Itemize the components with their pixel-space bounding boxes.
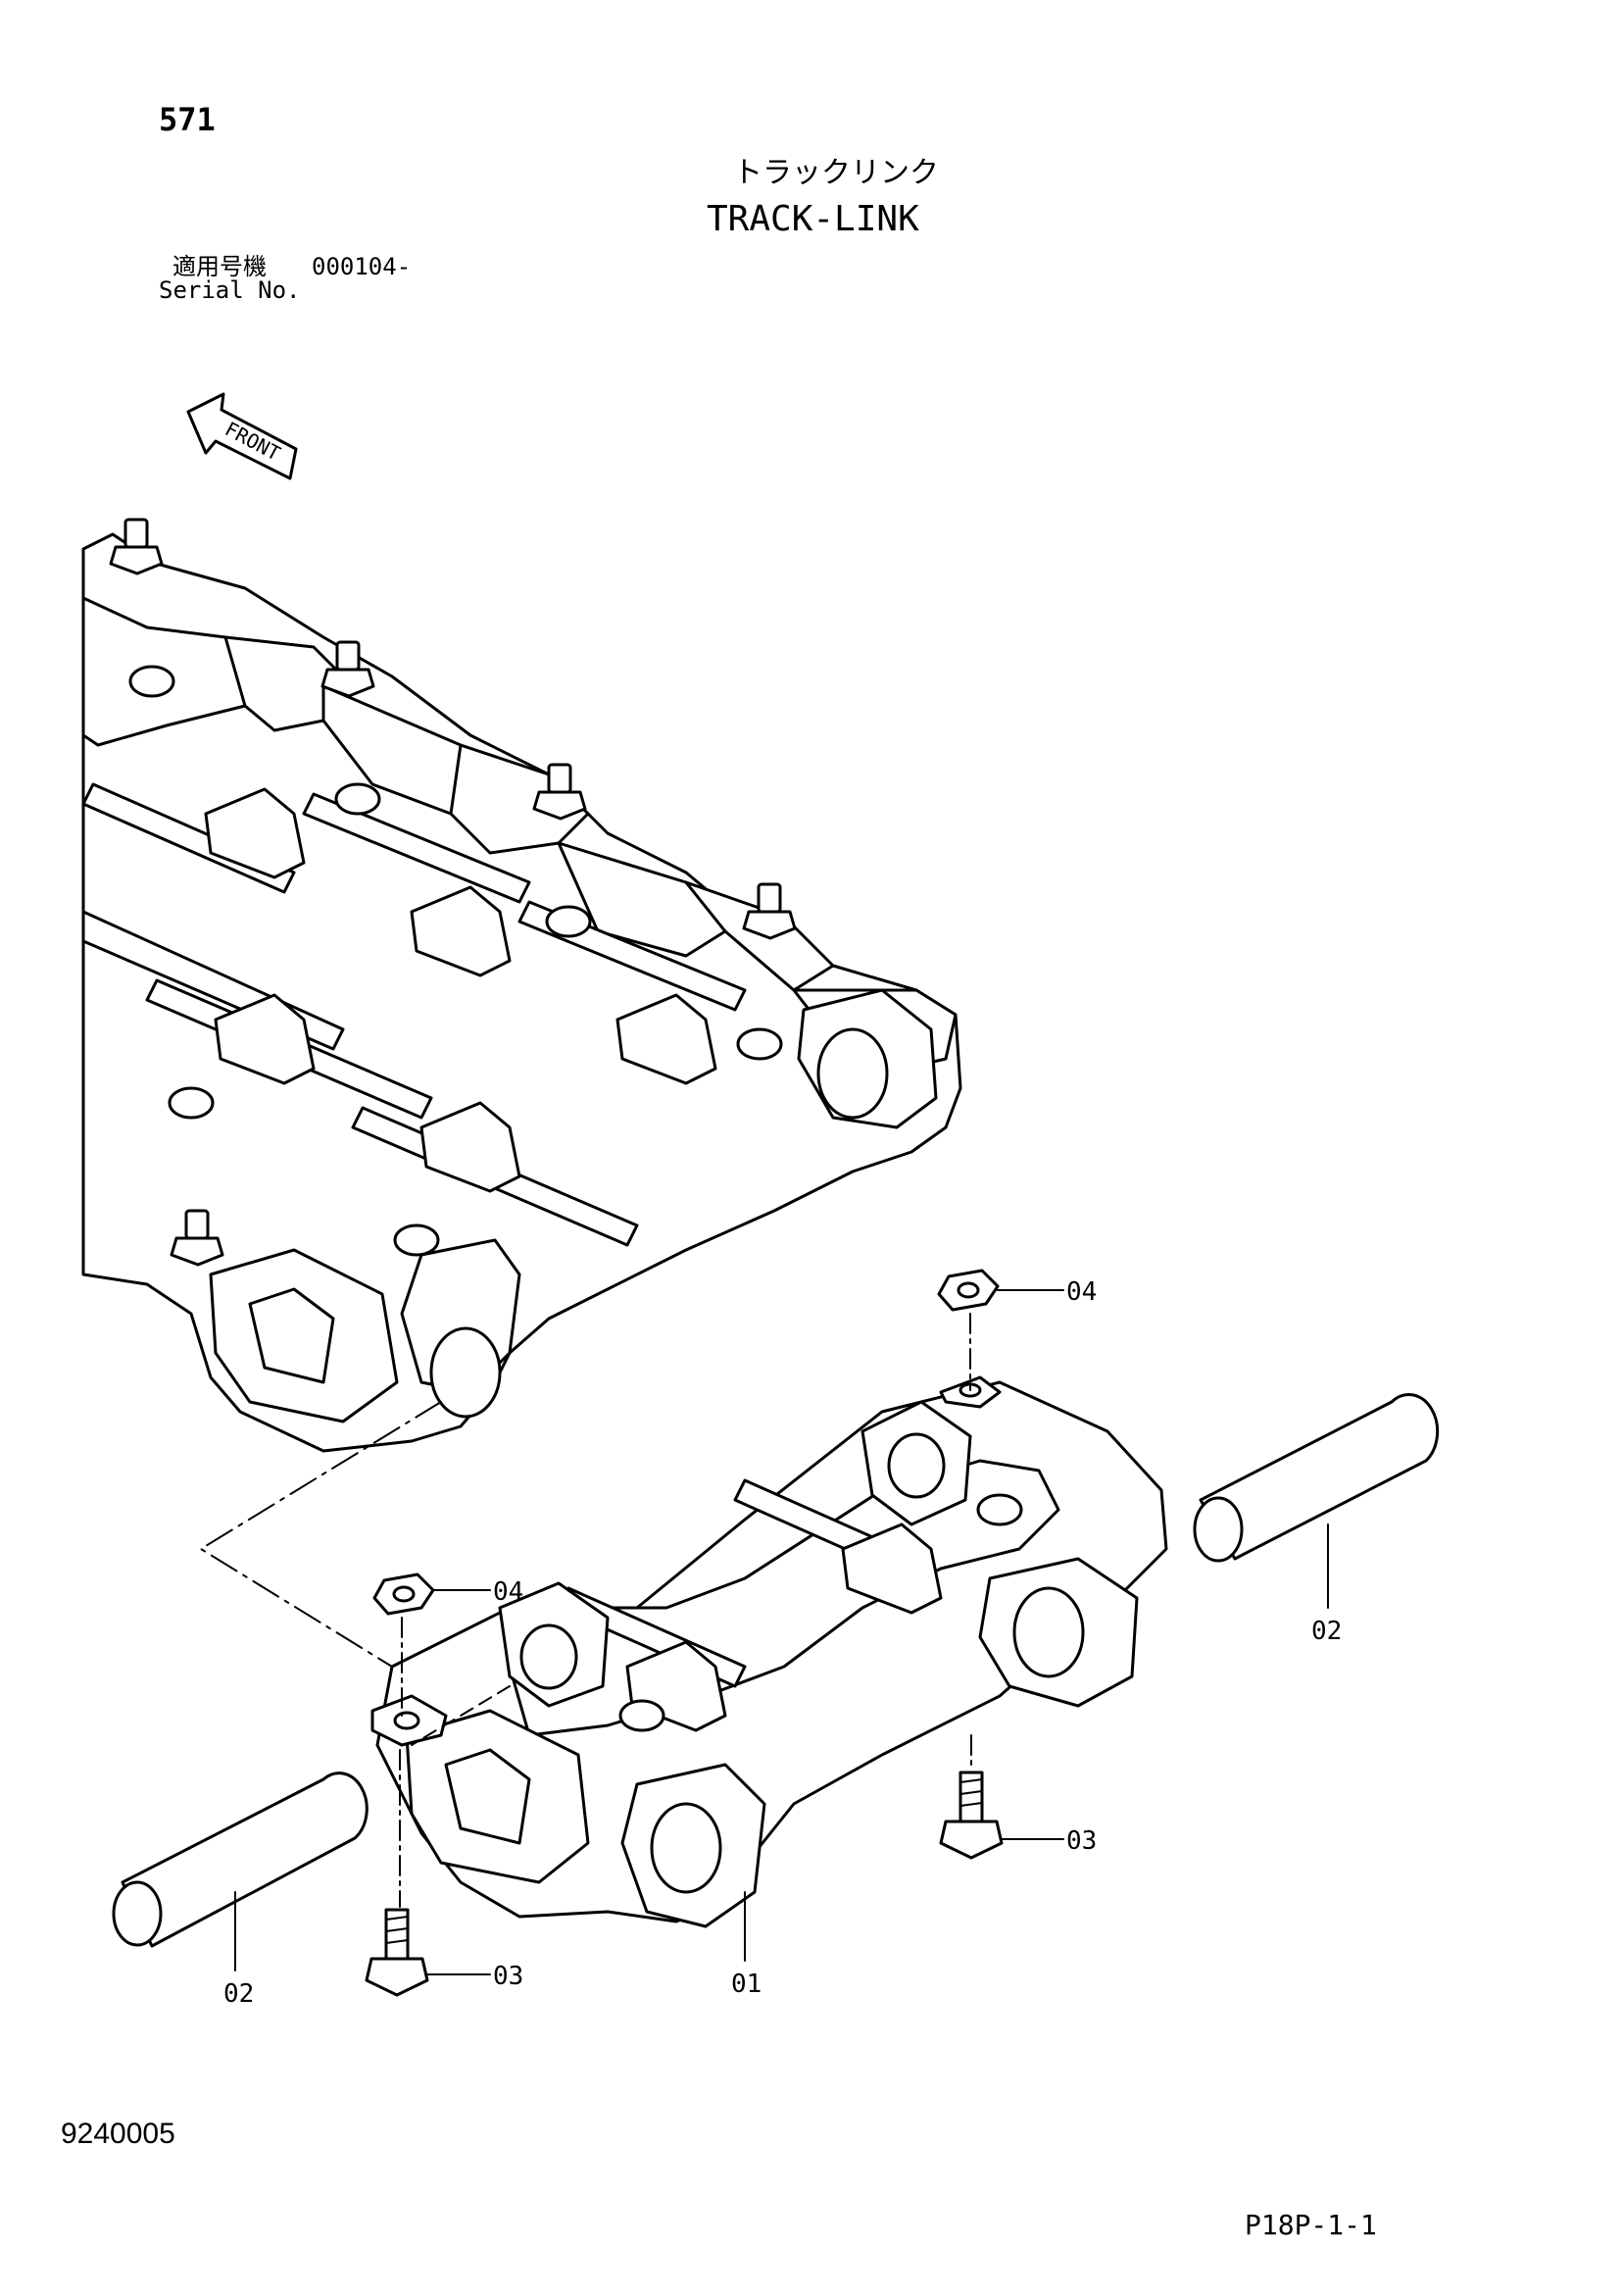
track-bolt-right-icon xyxy=(939,1771,1004,1860)
serial-number-value: 000104- xyxy=(312,253,412,280)
chain-bolt-icon xyxy=(170,1209,224,1267)
chain-bolt-icon xyxy=(532,763,587,821)
serial-label: Serial No. xyxy=(159,276,301,304)
front-arrow-icon: FRONT xyxy=(186,392,298,480)
chain-bolt-icon xyxy=(109,518,164,575)
callout-04-top: 04 xyxy=(1066,1277,1097,1307)
callout-01: 01 xyxy=(731,1970,762,1999)
track-nut-left-icon xyxy=(372,1572,435,1616)
track-link-part-01 xyxy=(370,1375,1168,1928)
assembled-track-chain xyxy=(81,518,962,1453)
track-nut-top-icon xyxy=(937,1269,1000,1312)
track-pin-left xyxy=(112,1772,369,1948)
callout-03-right: 03 xyxy=(1066,1826,1097,1856)
page-code: P18P-1-1 xyxy=(1245,2209,1377,2241)
chain-bolt-icon xyxy=(742,882,797,940)
serial-label-japanese: 適用号機 xyxy=(172,253,267,280)
callout-04-left: 04 xyxy=(493,1577,523,1607)
page-number: 571 xyxy=(159,101,216,138)
page-title-japanese: トラックリンク xyxy=(733,156,939,190)
page-title: TRACK-LINK xyxy=(707,199,919,239)
callout-03-left: 03 xyxy=(493,1962,523,1991)
chain-bolt-icon xyxy=(320,640,375,698)
callout-02-right: 02 xyxy=(1311,1617,1342,1646)
document-code: 9240005 xyxy=(61,2118,175,2150)
track-bolt-left-icon xyxy=(365,1908,429,1997)
callout-02-left: 02 xyxy=(223,1979,254,2009)
track-pin-right xyxy=(1193,1393,1440,1563)
